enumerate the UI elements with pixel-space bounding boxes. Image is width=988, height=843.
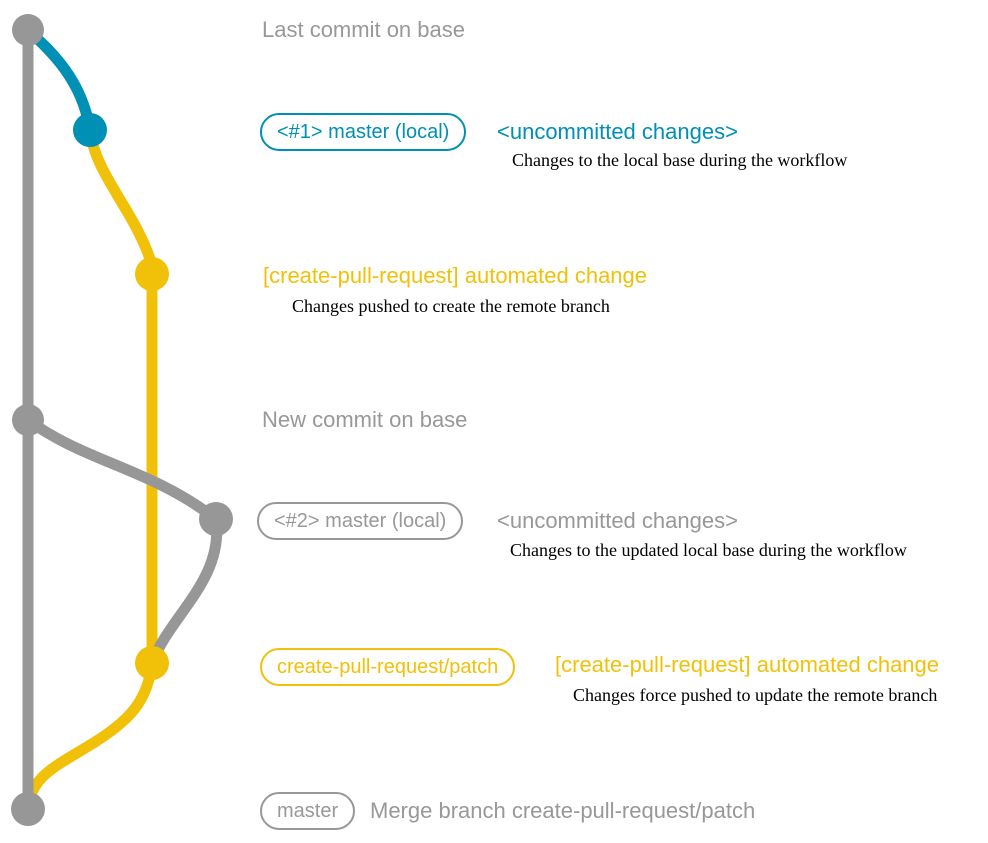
local-branch-curve xyxy=(24,25,96,131)
commit-message-merge: Merge branch create-pull-request/patch xyxy=(370,798,756,823)
automated-change-heading-1: [create-pull-request] automated change xyxy=(263,263,648,288)
branch-label-master: master xyxy=(260,792,356,830)
branch-label-create-pull-request-patch: create-pull-request/patch xyxy=(260,648,516,686)
branch-label-master-local-2: <#2> master (local) xyxy=(257,502,464,540)
commit-message-last-base: Last commit on base xyxy=(262,17,465,42)
base-rebase-in-curve xyxy=(146,518,223,666)
commit-local-1 xyxy=(73,113,107,147)
automated-change-description-2: Changes force pushed to update the remot… xyxy=(573,685,938,705)
patch-branch-line xyxy=(84,129,158,663)
base-rebase-out-curve xyxy=(24,415,220,524)
commit-merge xyxy=(11,792,45,826)
automated-change-description-1: Changes pushed to create the remote bran… xyxy=(292,296,610,316)
automated-change-heading-2: [create-pull-request] automated change xyxy=(555,652,940,677)
uncommitted-changes-description-1: Changes to the local base during the wor… xyxy=(512,150,848,170)
commit-last-base xyxy=(12,14,44,46)
commit-new-base xyxy=(12,404,44,436)
uncommitted-changes-heading-1: <uncommitted changes> xyxy=(497,119,738,144)
uncommitted-changes-heading-2: <uncommitted changes> xyxy=(497,508,738,533)
commit-local-2 xyxy=(199,502,233,536)
branch-label-master-local-1: <#1> master (local) xyxy=(260,113,467,151)
commit-push-2 xyxy=(135,646,169,680)
commit-message-new-base: New commit on base xyxy=(262,407,468,432)
patch-merge-curve xyxy=(22,662,158,809)
commit-push-1 xyxy=(135,257,169,291)
uncommitted-changes-description-2: Changes to the updated local base during… xyxy=(510,540,907,560)
